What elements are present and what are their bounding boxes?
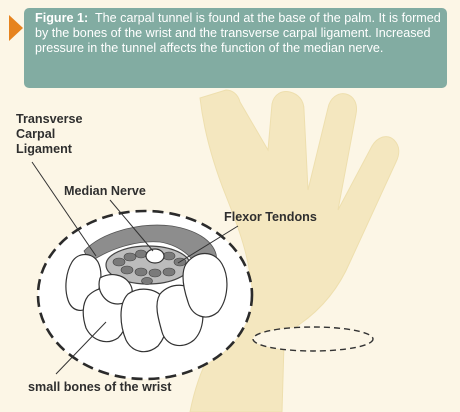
small-bones-label: small bones of the wrist bbox=[28, 380, 172, 394]
flexor-tendons-leader-line bbox=[177, 225, 239, 264]
leader-lines bbox=[31, 161, 239, 375]
figure-label: Figure 1: bbox=[35, 11, 89, 25]
tendon bbox=[135, 249, 147, 259]
label-line: Ligament bbox=[16, 142, 72, 156]
tendon bbox=[120, 265, 134, 275]
tendon bbox=[162, 251, 176, 261]
tendon bbox=[141, 277, 153, 285]
tendon bbox=[112, 257, 126, 267]
tendon bbox=[123, 252, 137, 262]
tendon bbox=[148, 268, 162, 278]
bones-leader-line bbox=[55, 321, 107, 375]
flexor-tendons-label: Flexor Tendons bbox=[224, 210, 317, 224]
median-nerve-label: Median Nerve bbox=[64, 184, 146, 198]
label-line: Transverse bbox=[16, 112, 83, 126]
bone bbox=[182, 252, 228, 318]
figure-caption: Figure 1: The carpal tunnel is found at … bbox=[35, 11, 443, 57]
label-line: Carpal bbox=[16, 127, 56, 141]
ligament-leader-line bbox=[31, 161, 97, 257]
tendon bbox=[162, 267, 176, 277]
caption-body: The carpal tunnel is found at the base o… bbox=[35, 11, 441, 56]
median-nerve bbox=[145, 248, 165, 264]
caption-box bbox=[24, 8, 447, 88]
caption-arrow-icon bbox=[9, 15, 23, 41]
median-nerve-leader-line bbox=[109, 199, 154, 252]
tendon bbox=[134, 267, 148, 277]
wrist-section-outline bbox=[252, 326, 374, 352]
wrist-bones bbox=[65, 252, 228, 353]
